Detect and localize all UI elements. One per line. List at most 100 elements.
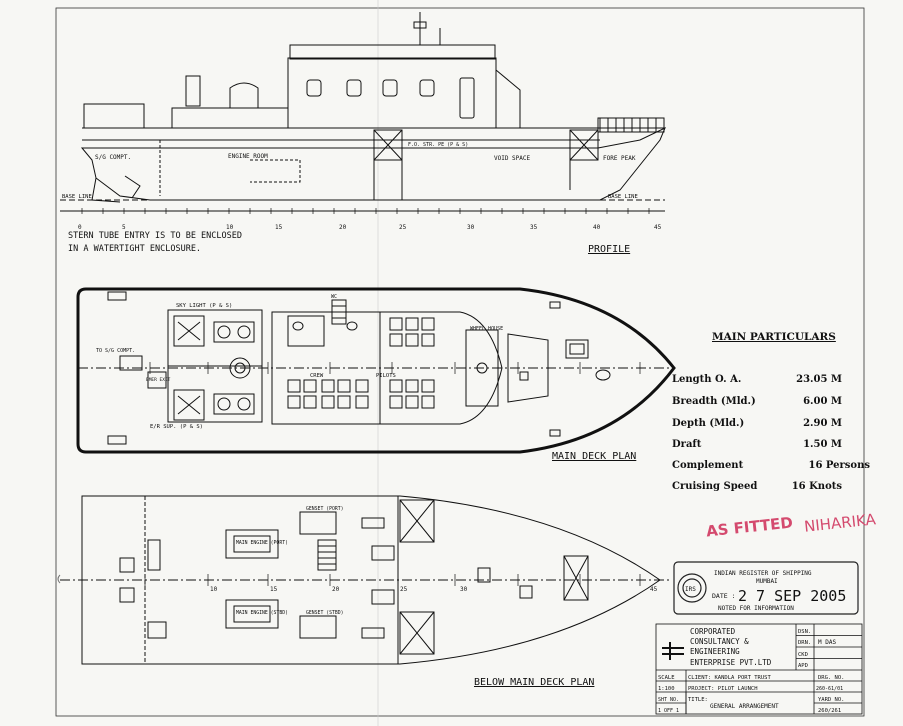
main-engine-port [225, 529, 279, 559]
main-deck-outline [76, 287, 676, 454]
drg-no-value: 260-61/01 [816, 686, 843, 692]
frame-no-5: 5 [122, 224, 126, 231]
ventilator [229, 82, 259, 109]
sg-unit [147, 539, 161, 571]
wheelhouse [287, 57, 497, 129]
cross-brace-2 [569, 129, 599, 161]
window-3 [382, 79, 398, 97]
crew-seats [287, 379, 369, 409]
company-line1: CORPORATED [690, 627, 736, 636]
genset-stbd [299, 615, 337, 639]
frame-no-45: 45 [654, 224, 662, 231]
drn-value: M DAS [818, 639, 836, 646]
scale-label: SCALE [658, 675, 675, 681]
wheelhouse-top [289, 44, 496, 60]
label-pilots: PILOTS [376, 373, 396, 379]
company-line4: ENTERPRISE PVT.LTD [690, 658, 772, 667]
window-2 [346, 79, 362, 97]
label-main-engine-stbd: MAIN ENGINE (STBD) [236, 610, 288, 616]
title-block [655, 623, 863, 715]
particular-row: Complement 16 Persons [672, 460, 870, 480]
company-line2: CONSULTANCY & [690, 637, 749, 646]
label-emer-exit: EMER EXIT [146, 377, 171, 383]
label-engine-room: ENGINE ROOM [228, 153, 268, 160]
window-4 [419, 79, 435, 97]
bitt-2 [107, 435, 127, 445]
main-deck-plan [76, 287, 676, 454]
stamp-register-line1: INDIAN REGISTER OF SHIPPING [714, 570, 812, 577]
main-engine-stbd [225, 599, 279, 629]
pilot-seats [389, 317, 435, 409]
title-value: GENERAL ARRANGEMENT [710, 703, 779, 710]
label-er-sup: E/R SUP. (P & S) [150, 424, 203, 430]
hatch-b [119, 587, 135, 603]
label-fw-str: F.O. STR. PE (P & S) [408, 142, 468, 148]
frame-no-30: 30 [467, 224, 475, 231]
profile-title: PROFILE [588, 244, 630, 255]
main-deck-plan-title: MAIN DECK PLAN [552, 451, 636, 462]
label-to-sg-compt: TO S/G COMPT. [96, 348, 135, 354]
vent-port [213, 321, 255, 343]
emer-exit-hatch [147, 371, 167, 389]
engine-outline [250, 159, 301, 183]
stern-post [91, 177, 121, 203]
label-sg-compt: S/G COMPT. [95, 154, 131, 161]
label-void-space: VOID SPACE [494, 155, 531, 162]
title-label: TITLE: [688, 697, 708, 703]
frame-no-0: 0 [78, 224, 82, 231]
wc-room [287, 315, 325, 347]
tank-3 [563, 555, 589, 601]
particular-value: 6.00 M [803, 396, 842, 407]
particular-row: Length O. A. 23.05 M [672, 374, 870, 394]
box-1 [373, 129, 403, 161]
label-base-line-aft: BASE LINE [62, 194, 92, 200]
label-genset-port: GENSET (PORT) [306, 506, 344, 512]
stamp-date-label: DATE : [712, 592, 735, 600]
scale-value: 1:100 [658, 686, 675, 692]
skylight-stbd [173, 389, 205, 421]
genset-port [299, 511, 337, 535]
exhaust-stack [185, 75, 201, 107]
particular-row: Draft 1.50 M [672, 439, 870, 459]
tank-2 [399, 611, 435, 655]
label-wc: WC [331, 294, 337, 300]
profile-view [60, 12, 666, 212]
skylight-port [173, 315, 205, 347]
drn-label: DRN. [798, 640, 811, 646]
below-frame-25: 25 [400, 586, 408, 593]
sheet-border [55, 7, 865, 717]
foredeck-hatch [507, 333, 549, 403]
particular-value: 1.50 M [803, 439, 842, 450]
cross-brace-1 [373, 129, 403, 161]
frame-no-15: 15 [275, 224, 283, 231]
particular-label: Breadth (Mld.) [672, 396, 756, 407]
label-wheel-house: WHEEL HOUSE [470, 326, 503, 332]
sht-no-label: SHT NO. [658, 697, 679, 703]
box-2 [569, 129, 599, 161]
irs-stamp [673, 561, 859, 615]
particular-value: 16 Persons [808, 460, 870, 471]
stern-tube-note-2: IN A WATERTIGHT ENCLOSURE. [68, 244, 201, 254]
door [459, 77, 475, 119]
below-frame-10: 10 [210, 586, 218, 593]
below-deck-plan-title: BELOW MAIN DECK PLAN [474, 677, 594, 688]
stamp-date-value: 2 7 SEP 2005 [738, 587, 846, 605]
particular-value: 2.90 M [803, 418, 842, 429]
frame-no-35: 35 [530, 224, 538, 231]
particular-value: 16 Knots [791, 481, 842, 492]
frame-no-40: 40 [593, 224, 601, 231]
hatch-a [119, 557, 135, 573]
stamp-notes: NOTED FOR INFORMATION [718, 605, 794, 612]
vent-stbd [213, 393, 255, 415]
particular-row: Cruising Speed 16 Knots [672, 481, 870, 501]
company-line3: ENGINEERING [690, 647, 740, 656]
fore-rail-posts [599, 118, 657, 132]
yard-no-value: 260/261 [818, 708, 841, 714]
ladder [317, 539, 337, 571]
tank-1 [399, 499, 435, 543]
particular-row: Depth (Mld.) 2.90 M [672, 418, 870, 438]
client-text: CLIENT: KANDLA PORT TRUST [688, 675, 771, 681]
label-main-engine-port: MAIN ENGINE (PORT) [236, 540, 288, 546]
particular-row: Breadth (Mld.) 6.00 M [672, 396, 870, 416]
